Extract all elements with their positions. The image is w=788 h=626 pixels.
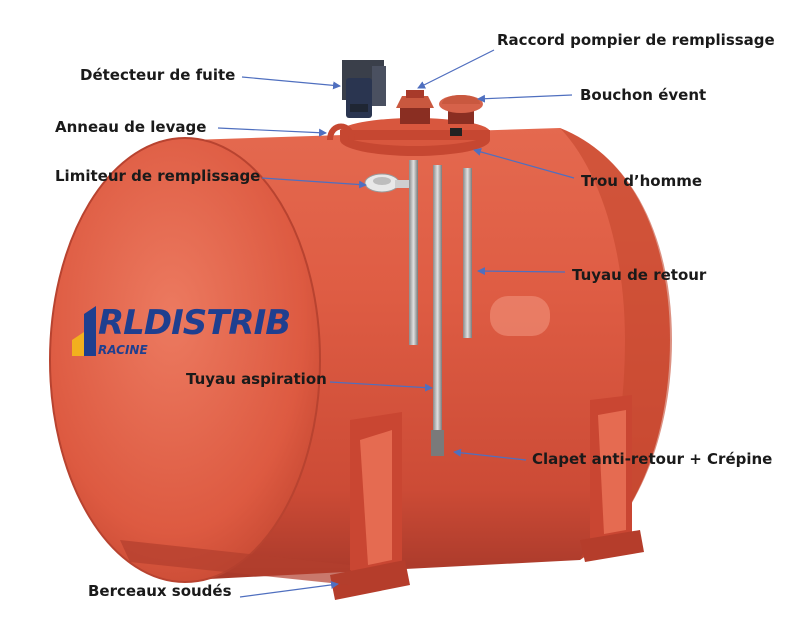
saddle-base-left [120,540,350,585]
logo-name: DISTRIB [143,303,291,343]
manhole [340,118,490,156]
return-pipe [463,168,472,338]
arrow-anneau [217,127,327,137]
logo-prefix: RL [98,303,145,343]
fill-coupling [396,90,434,124]
tank-body [190,128,670,580]
label-retour: Tuyau de retour [572,266,707,284]
tank-reflection [490,296,550,336]
label-bouchon: Bouchon évent [580,86,707,104]
leak-detector [342,60,386,118]
arrow-limiteur [261,177,367,189]
vent-cap [439,95,483,124]
arrow-aspiration [329,381,433,392]
label-trou: Trou d’homme [581,172,703,190]
arrow-raccord [417,49,495,89]
label-clapet: Clapet anti-retour + Crépine [532,450,773,468]
label-anneau: Anneau de levage [55,118,207,136]
label-detecteur: Détecteur de fuite [80,66,236,84]
rldistrib-logo: RLDISTRIB RACINE [72,303,291,357]
suction-pipe [433,165,442,455]
lifting-ring [327,123,355,141]
label-aspiration: Tuyau aspiration [186,370,327,388]
label-berceaux: Berceaux soudés [88,582,232,600]
arrow-bouchon [477,94,573,103]
arrow-berceaux [239,580,339,598]
suction-pipe-end [431,430,444,456]
tank-end-rim [49,137,321,583]
arrow-trou [473,148,575,179]
saddle-back [580,395,644,562]
saddle-front [330,412,410,600]
logo-mark-yellow [72,332,84,356]
label-raccord: Raccord pompier de remplissage [497,31,775,49]
arrow-detecteur [241,76,341,90]
logo-mark-blue [84,306,96,356]
logo-sub: RACINE [98,343,148,357]
arrow-clapet [453,448,527,461]
tank-left-end [50,138,320,582]
limiter-pipe [409,160,418,345]
fill-limiter [364,173,417,193]
label-limiteur: Limiteur de remplissage [55,167,261,185]
tank-right-end [560,128,672,560]
arrow-retour [477,267,566,276]
